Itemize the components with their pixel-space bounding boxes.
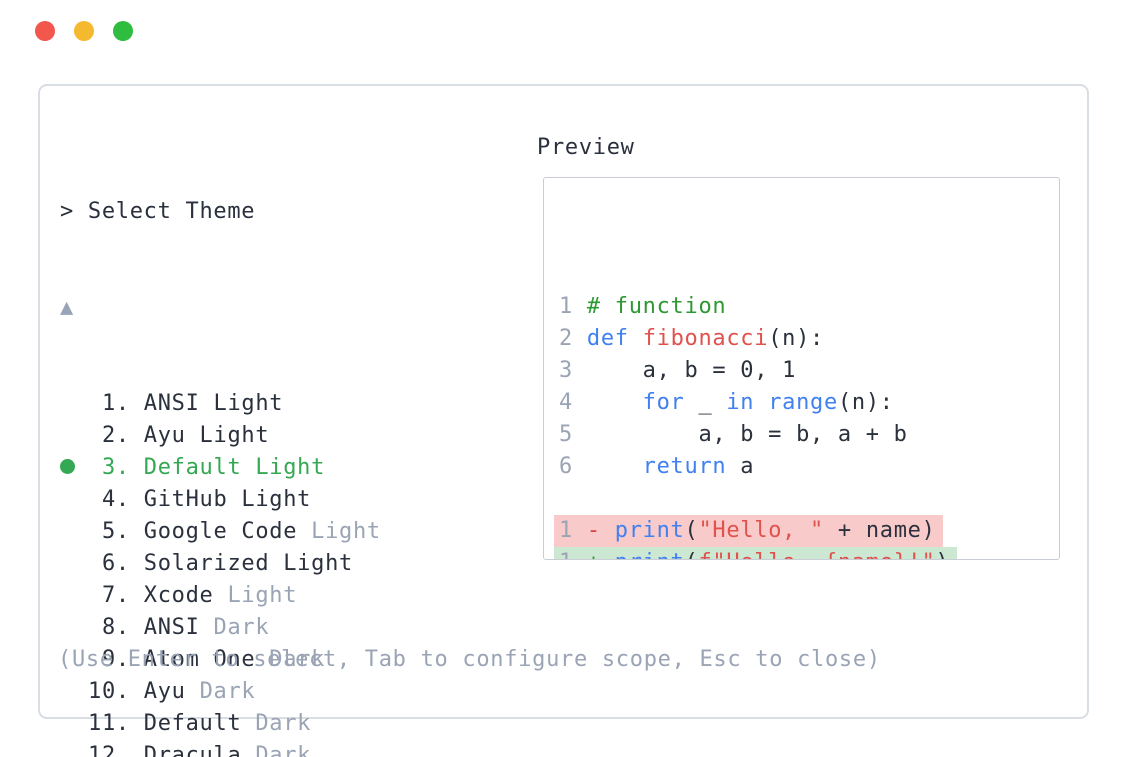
theme-item-label: 11. Default [88,711,242,736]
code-line: 4 for _ in range(n): [559,387,1059,419]
theme-item-label: 8. ANSI [88,615,200,640]
theme-list-item[interactable]: 8. ANSI Dark [60,612,381,644]
code-token-plain: _ [684,390,727,415]
theme-item-variant-label: Dark [255,647,326,672]
theme-items: 1. ANSI Light 2. Ayu Light 3. Default Li… [60,388,381,757]
diff-highlight: 1 + print(f"Hello, {name}!") [554,547,957,559]
theme-list-item[interactable]: 10. Ayu Dark [60,676,381,708]
selected-dot-icon [60,459,75,474]
traffic-light-minimize-button[interactable] [74,21,94,41]
code-token-linenum: 4 [559,390,587,415]
code-token-plus: + [587,550,615,559]
code-token-keyword: print [614,518,685,543]
preview-title: Preview [537,135,635,160]
diff-removed-line: 1 - print("Hello, " + name) [554,515,1059,547]
traffic-light-close-button[interactable] [35,21,55,41]
code-token-linenum: 1 [559,550,587,559]
theme-list-item[interactable]: 7. Xcode Light [60,580,381,612]
code-token-keyword: for [642,390,685,415]
code-token-linenum: 1 [559,518,587,543]
window-controls [35,21,133,41]
theme-item-label: 6. Solarized Light [88,551,353,576]
code-token-minus: - [586,518,615,543]
code-token-string: f"Hello, {name}!" [698,550,935,559]
theme-item-label: 12. Dracula [88,743,242,757]
code-line [559,483,1059,515]
diff-highlight: 1 - print("Hello, " + name) [554,515,943,547]
theme-item-variant-label: Light [213,583,298,608]
theme-list-item[interactable]: 5. Google Code Light [60,516,381,548]
code-token-keyword: return [642,454,727,479]
code-token-name: fibonacci [642,326,769,351]
code-token-keyword: print [615,550,685,559]
code-token-plain: a, b = 0, 1 [586,358,797,383]
theme-item-label: 1. ANSI Light [88,391,284,416]
theme-list-item[interactable]: 9. Atom One Dark [60,644,381,676]
theme-list-item[interactable]: 3. Default Light [60,452,381,484]
code-token-linenum: 2 [559,326,587,351]
theme-list-item[interactable]: 2. Ayu Light [60,420,381,452]
theme-item-label: 7. Xcode [88,583,214,608]
theme-list-item[interactable]: 4. GitHub Light [60,484,381,516]
code-token-linenum: 1 [559,294,587,319]
theme-item-label: 5. Google Code [88,519,298,544]
theme-item-label: 10. Ayu [88,679,186,704]
theme-item-variant-label: Light [297,519,381,544]
code-line: 2 def fibonacci(n): [559,323,1059,355]
theme-item-label: 9. Atom One [88,647,256,672]
code-token-linenum: 5 [559,422,587,447]
theme-item-variant-label: Dark [199,615,270,640]
command-palette-input[interactable]: > Select Theme [60,199,256,224]
code-line: 6 return a [559,451,1059,483]
theme-list-item[interactable]: 6. Solarized Light [60,548,381,580]
diff-added-line: 1 + print(f"Hello, {name}!") [554,547,1059,559]
code-token-linenum: 3 [559,358,587,383]
code-token-plain: (n): [837,390,894,415]
traffic-light-zoom-button[interactable] [113,21,133,41]
code-token-plain [587,454,643,479]
code-token-plain [587,390,643,415]
code-token-plain: (n): [768,326,824,351]
code-line: 3 a, b = 0, 1 [559,355,1059,387]
theme-list-item[interactable]: 12. Dracula Dark [60,740,381,757]
theme-item-variant-label: Dark [241,743,312,757]
theme-list-item[interactable]: 11. Default Dark [60,708,381,740]
code-token-comment: # function [586,294,727,319]
theme-list: > Select Theme ▲ 1. ANSI Light 2. Ayu Li… [60,132,381,757]
code-token-string: "Hello, " [698,518,824,543]
code-token-plain [629,326,643,351]
code-token-linenum: 6 [559,454,587,479]
code-line: 1 # function [559,291,1059,323]
selected-indicator-dot [60,452,88,484]
code-token-plain: a [726,454,755,479]
theme-item-label: 4. GitHub Light [88,487,312,512]
keyboard-hint: (Use Enter to select, Tab to configure s… [58,647,881,672]
code-token-keyword: range [768,390,838,415]
theme-list-item[interactable]: 1. ANSI Light [60,388,381,420]
code-line: 5 a, b = b, a + b [559,419,1059,451]
scroll-up-icon: ▲ [60,295,74,320]
code-token-plain: a, b = b, a + b [586,422,908,447]
theme-item-variant-label: Dark [185,679,256,704]
theme-item-label: 3. Default Light [88,455,326,480]
code-token-plain [754,390,768,415]
code-token-plain: ( [685,550,699,559]
code-token-keyword: in [726,390,755,415]
code-token-plain: + name) [823,518,936,543]
theme-picker-panel: > Select Theme ▲ 1. ANSI Light 2. Ayu Li… [38,84,1089,757]
theme-item-label: 2. Ayu Light [88,423,270,448]
code-token-keyword: def [586,326,629,351]
code-token-plain: ( [684,518,699,543]
code-token-plain: ) [936,550,950,559]
theme-item-variant-label: Dark [241,711,312,736]
